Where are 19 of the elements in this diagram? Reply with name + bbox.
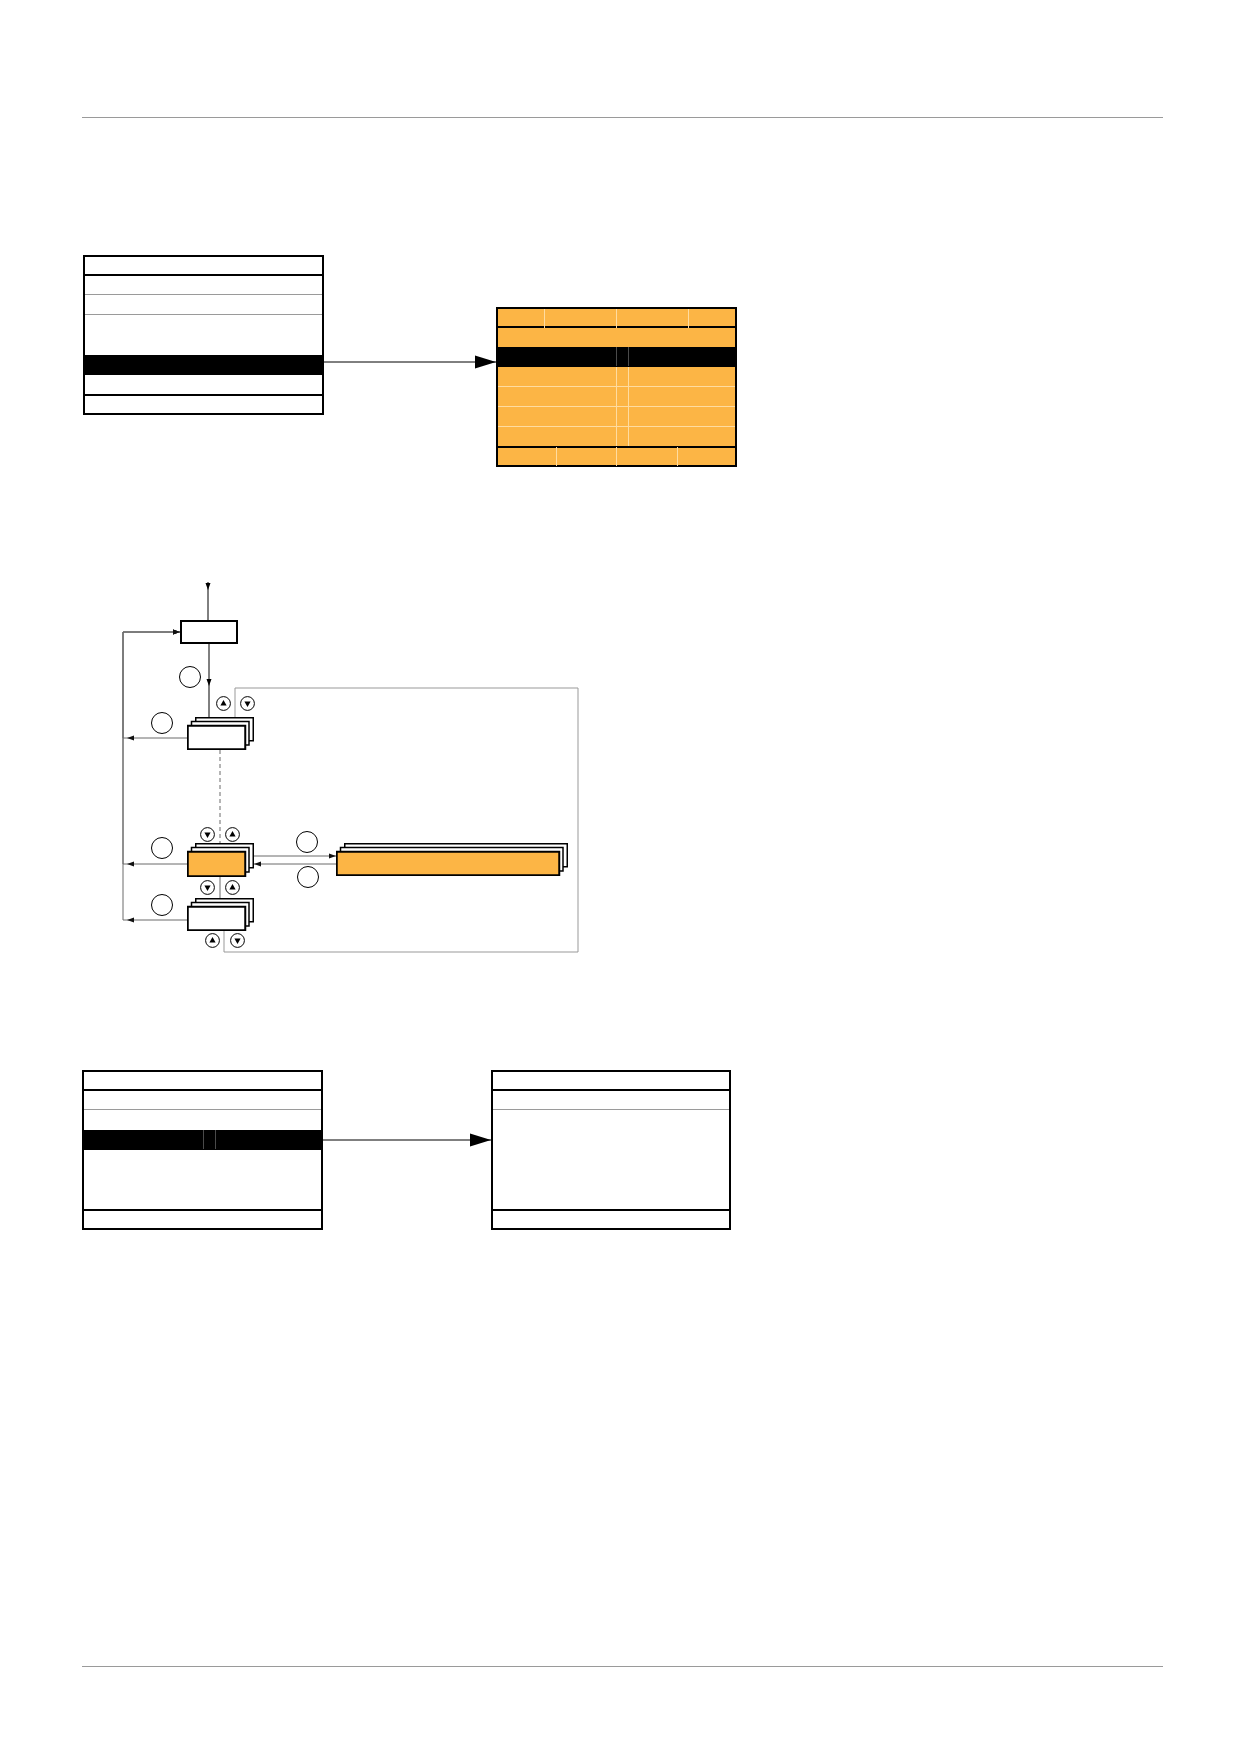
screen-panel bbox=[82, 1070, 323, 1230]
stacked-cards bbox=[187, 717, 254, 750]
connector-line bbox=[223, 687, 579, 953]
arrow bbox=[206, 643, 212, 718]
screen-panel bbox=[491, 1070, 731, 1230]
stacked-cards bbox=[336, 843, 568, 876]
stacked-cards bbox=[187, 843, 254, 877]
arrow bbox=[323, 355, 497, 369]
stacked-cards bbox=[187, 898, 254, 931]
screen-panel bbox=[496, 307, 737, 467]
connector-line bbox=[219, 876, 221, 899]
connector-line bbox=[219, 749, 221, 844]
arrow bbox=[122, 629, 188, 923]
arrow bbox=[205, 581, 211, 621]
arrow bbox=[322, 1133, 492, 1147]
screen-panel bbox=[83, 255, 324, 415]
process-box bbox=[180, 620, 238, 644]
arrow bbox=[253, 861, 337, 867]
arrow bbox=[253, 853, 337, 859]
